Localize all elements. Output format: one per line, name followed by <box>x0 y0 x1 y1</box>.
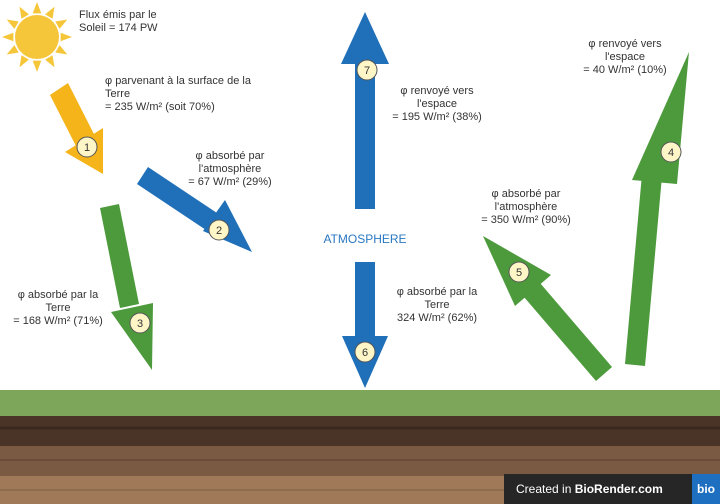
flow-6-label-line: 324 W/m² (62%) <box>396 312 478 324</box>
sun-ray <box>19 6 29 19</box>
flow-6-label-line: φ absorbé par la <box>396 286 478 298</box>
flow-6-label: φ absorbé par la Terre 324 W/m² (62%) <box>384 286 490 325</box>
sun-label-line: Soleil = 174 PW <box>79 22 158 34</box>
arrow-7-shaft <box>355 60 375 209</box>
flow-7-label-line: φ renvoyé vers <box>400 85 474 97</box>
sun-ray <box>6 19 19 29</box>
flow-5-label: φ absorbé par l'atmosphère = 350 W/m² (9… <box>474 188 578 227</box>
flow-number-4: 4 <box>660 141 682 163</box>
flow-1-label: φ parvenant à la surface de la Terre = 2… <box>105 75 251 114</box>
sun-icon <box>2 2 72 72</box>
arrow-1-group <box>50 83 103 174</box>
sun-ray <box>45 55 55 68</box>
flow-number-6: 6 <box>354 341 376 363</box>
sun-label: Flux émis par le Soleil = 174 PW <box>79 9 158 35</box>
sun-ray <box>2 32 14 42</box>
arrow-1-shaft <box>50 83 98 154</box>
flow-2-label-line: = 67 W/m² (29%) <box>188 176 272 188</box>
sun-ray <box>60 32 72 42</box>
flow-4-label-line: l'espace <box>604 51 645 63</box>
flow-number-3: 3 <box>129 312 151 334</box>
sun-ray <box>32 2 42 14</box>
sun-ray <box>55 19 68 29</box>
flow-5-label-line: l'atmosphère <box>494 201 558 213</box>
flow-3-label-line: φ absorbé par la <box>17 289 99 301</box>
arrow-5-group <box>483 236 612 381</box>
flow-number-7-text: 7 <box>364 65 370 77</box>
badge-brand: BioRender.com <box>574 482 663 496</box>
arrow-3-head <box>111 303 153 370</box>
arrow-4-shaft <box>625 174 662 366</box>
flow-5-label-line: = 350 W/m² (90%) <box>481 214 571 226</box>
flow-7-label: φ renvoyé vers l'espace = 195 W/m² (38%) <box>384 85 490 124</box>
sun-ray <box>6 45 19 55</box>
flow-3-label-line: = 168 W/m² (71%) <box>13 315 103 327</box>
flow-5-label-line: φ absorbé par <box>491 188 561 200</box>
sun-label-line: Flux émis par le <box>79 9 157 21</box>
arrow-3-shaft <box>100 204 139 308</box>
flow-3-label: φ absorbé par la Terre = 168 W/m² (71%) <box>2 289 114 328</box>
flow-number-2: 2 <box>208 219 230 241</box>
sun-ray <box>32 60 42 72</box>
sun-ray <box>55 45 68 55</box>
flow-number-5-text: 5 <box>516 267 522 279</box>
sun-disc <box>15 15 59 59</box>
flow-number-2-text: 2 <box>216 225 222 237</box>
flow-4-label-line: φ renvoyé vers <box>588 38 662 50</box>
sun-ray <box>45 6 55 19</box>
flow-1-label-line: φ parvenant à la surface de la <box>105 75 251 87</box>
arrow-2-shaft <box>137 167 220 232</box>
grass-layer <box>0 390 720 416</box>
flow-7-label-line: = 195 W/m² (38%) <box>392 111 482 123</box>
flow-number-3-text: 3 <box>137 318 143 330</box>
flow-2-label: φ absorbé par l'atmosphère = 67 W/m² (29… <box>180 150 280 189</box>
arrow-4-group <box>625 52 689 366</box>
sun-ray <box>19 55 29 68</box>
flow-number-1-text: 1 <box>84 142 90 154</box>
sun-rays <box>2 2 72 72</box>
flow-number-7: 7 <box>356 59 378 81</box>
badge-prefix: Created in <box>516 482 572 496</box>
flow-2-label-line: l'atmosphère <box>198 163 262 175</box>
flow-3-label-line: Terre <box>45 302 71 314</box>
flow-7-label-line: l'espace <box>416 98 457 110</box>
arrow-7-group <box>341 12 389 209</box>
flow-4-label-line: = 40 W/m² (10%) <box>583 64 667 76</box>
arrow-6-group <box>342 262 388 388</box>
topsoil-layer <box>0 416 720 446</box>
flow-number-5: 5 <box>508 261 530 283</box>
flow-number-4-text: 4 <box>668 147 674 159</box>
arrow-6-shaft <box>355 262 375 338</box>
arrow-5-shaft <box>524 283 612 381</box>
flow-number-1: 1 <box>76 136 98 158</box>
atmosphere-label: ATMOSPHERE <box>323 232 407 246</box>
biorender-badge[interactable]: Created in BioRender.com <box>504 474 692 504</box>
flow-2-label-line: φ absorbé par <box>195 150 265 162</box>
biorender-logo[interactable]: bio <box>692 474 720 504</box>
flow-1-label-line: = 235 W/m² (soit 70%) <box>105 101 215 113</box>
flow-4-label: φ renvoyé vers l'espace = 40 W/m² (10%) <box>572 38 678 77</box>
flow-number-6-text: 6 <box>362 347 368 359</box>
flow-6-label-line: Terre <box>424 299 450 311</box>
arrow-7-head <box>341 12 389 64</box>
arrow-3-group <box>100 204 153 370</box>
flow-1-label-line: Terre <box>105 88 131 100</box>
